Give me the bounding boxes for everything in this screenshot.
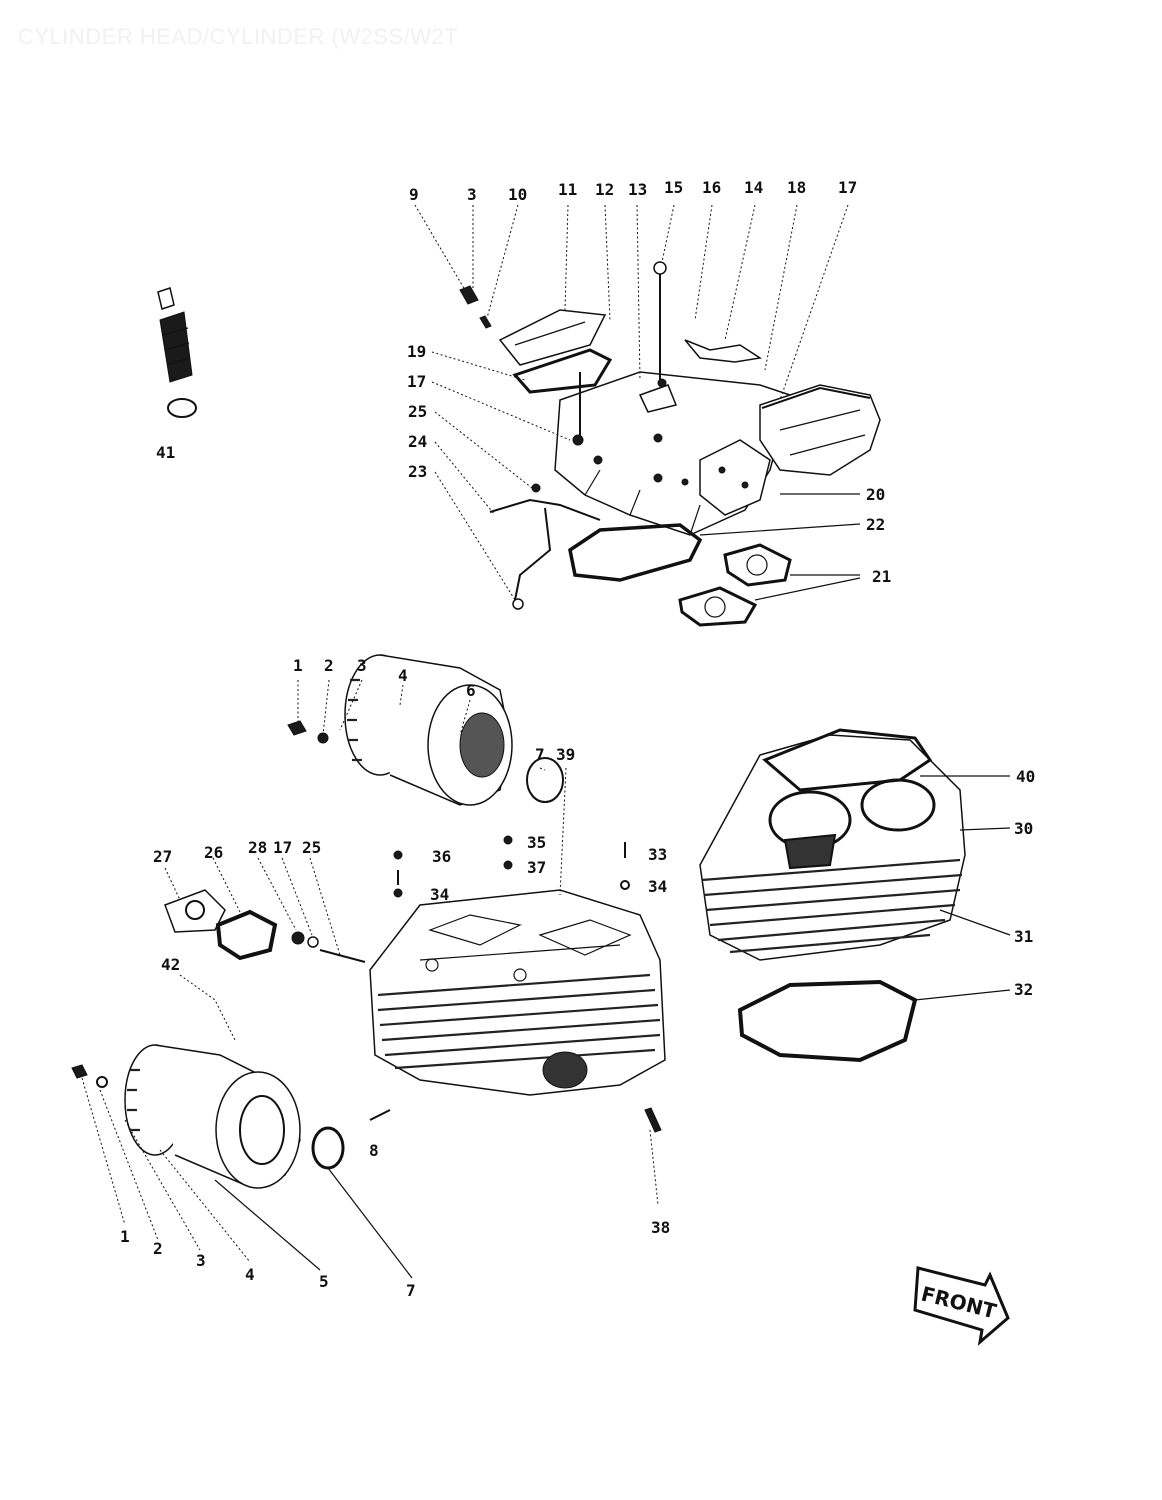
callout-14: 14 <box>744 178 763 197</box>
callout-23: 23 <box>408 462 427 481</box>
callout-2-upper: 2 <box>324 656 334 675</box>
callout-21: 21 <box>872 567 891 586</box>
callout-24: 24 <box>408 432 427 451</box>
callout-3-lower: 3 <box>196 1251 206 1270</box>
callout-31: 31 <box>1014 927 1033 946</box>
intake-parts <box>164 889 366 963</box>
callout-39: 39 <box>556 745 575 764</box>
callout-17-top: 17 <box>838 178 857 197</box>
air-cleaner-upper <box>287 654 564 806</box>
spark-plug <box>157 287 197 418</box>
callout-32: 32 <box>1014 980 1033 999</box>
cylinder-head <box>369 835 666 1133</box>
callout-28: 28 <box>248 838 267 857</box>
callout-16: 16 <box>702 178 721 197</box>
callout-11: 11 <box>558 180 577 199</box>
callout-37: 37 <box>527 858 546 877</box>
callout-27: 27 <box>153 847 172 866</box>
callout-10-upper: 10 <box>508 185 527 204</box>
callout-22: 22 <box>866 515 885 534</box>
callout-7-upper: 7 <box>535 745 545 764</box>
callout-3-middle: 3 <box>357 656 367 675</box>
callout-4-lower: 4 <box>245 1265 255 1284</box>
front-direction-arrow: FRONT <box>913 1266 1010 1346</box>
callout-9: 9 <box>409 185 419 204</box>
callout-6: 6 <box>466 681 476 700</box>
callout-20: 20 <box>866 485 885 504</box>
callout-41: 41 <box>156 443 175 462</box>
leader-lines <box>81 204 1011 1279</box>
upper-head-assembly <box>459 261 881 627</box>
callout-25-upper: 25 <box>408 402 427 421</box>
callout-34-right: 34 <box>648 877 667 896</box>
callout-15: 15 <box>664 178 683 197</box>
callout-2-lower: 2 <box>153 1239 163 1258</box>
callout-5: 5 <box>319 1272 329 1291</box>
callout-18: 18 <box>787 178 806 197</box>
callout-4-upper: 4 <box>398 666 408 685</box>
air-cleaner-lower <box>71 1044 345 1189</box>
callout-13: 13 <box>628 180 647 199</box>
callout-40: 40 <box>1016 767 1035 786</box>
callout-12: 12 <box>595 180 614 199</box>
callout-19: 19 <box>407 342 426 361</box>
callout-36: 36 <box>432 847 451 866</box>
callout-38: 38 <box>651 1218 670 1237</box>
callout-17-left: 17 <box>407 372 426 391</box>
callout-26: 26 <box>204 843 223 862</box>
callout-25-middle: 25 <box>302 838 321 857</box>
callout-1-lower: 1 <box>120 1227 130 1246</box>
callout-17-middle: 17 <box>273 838 292 857</box>
callout-labels: 9 3 10 11 12 13 15 16 14 18 17 19 17 25 … <box>120 178 1035 1300</box>
callout-1-upper: 1 <box>293 656 303 675</box>
cylinder-block <box>699 728 966 1063</box>
callout-30: 30 <box>1014 819 1033 838</box>
callout-42: 42 <box>161 955 180 974</box>
callout-35: 35 <box>527 833 546 852</box>
callout-8: 8 <box>369 1141 379 1160</box>
diagram-title: CYLINDER HEAD/CYLINDER (W2SS/W2T <box>18 24 459 49</box>
callout-33: 33 <box>648 845 667 864</box>
callout-3-upper: 3 <box>467 185 477 204</box>
callout-34-left: 34 <box>430 885 449 904</box>
callout-7-lower: 7 <box>406 1281 416 1300</box>
